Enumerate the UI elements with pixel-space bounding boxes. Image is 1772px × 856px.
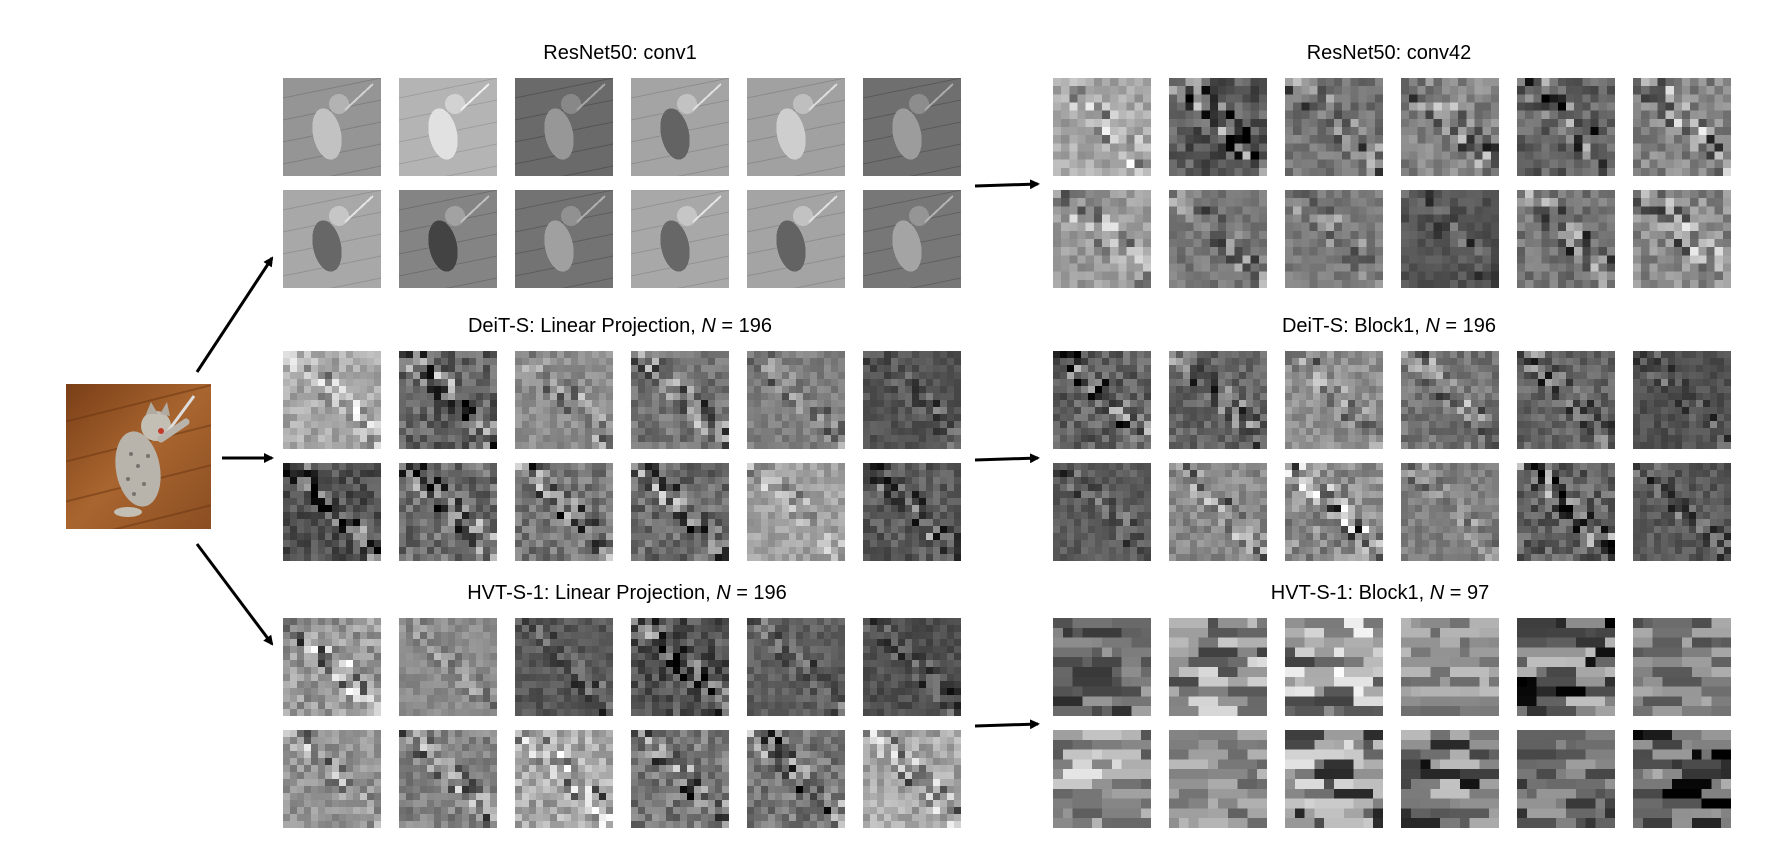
- feature-map-tile: [399, 190, 497, 288]
- feature-map-tile: [283, 78, 381, 176]
- feature-map-tile: [747, 730, 845, 828]
- feature-map-tile: [515, 351, 613, 449]
- feature-map-tile: [1053, 351, 1151, 449]
- input-cat-image: [66, 384, 211, 529]
- panel-title-hvt-block1: HVT-S-1: Block1, N = 97: [1270, 582, 1490, 604]
- arrow-to-resnet: [195, 256, 274, 373]
- feature-map-tile: [1401, 190, 1499, 288]
- feature-map-tile: [1285, 730, 1383, 828]
- feature-map-tile: [747, 463, 845, 561]
- feature-map-tile: [1633, 730, 1731, 828]
- feature-map-tile: [1169, 351, 1267, 449]
- feature-map-tile: [1633, 78, 1731, 176]
- feature-map-tile: [283, 730, 381, 828]
- feature-map-tile: [1517, 463, 1615, 561]
- feature-map-tile: [1633, 618, 1731, 716]
- feature-map-tile: [1401, 730, 1499, 828]
- feature-map-tile: [1633, 190, 1731, 288]
- feature-map-tile: [631, 618, 729, 716]
- feature-map-tile: [1053, 730, 1151, 828]
- feature-map-tile: [1053, 190, 1151, 288]
- feature-map-tile: [1401, 351, 1499, 449]
- feature-map-tile: [283, 463, 381, 561]
- feature-map-tile: [1169, 730, 1267, 828]
- feature-map-tile: [399, 730, 497, 828]
- arrow-resnet-conv1-to-conv42: [974, 179, 1040, 190]
- feature-map-tile: [631, 463, 729, 561]
- arrow-deit-linear-to-block1: [974, 453, 1040, 464]
- feature-map-tile: [1053, 78, 1151, 176]
- feature-map-tile: [515, 463, 613, 561]
- feature-map-tile: [631, 78, 729, 176]
- feature-map-tile: [1285, 78, 1383, 176]
- feature-map-tile: [1517, 351, 1615, 449]
- feature-map-tile: [1053, 463, 1151, 561]
- feature-map-tile: [399, 351, 497, 449]
- arrow-hvt-linear-to-block1: [974, 719, 1040, 730]
- arrow-to-hvt: [195, 543, 274, 646]
- feature-map-tile: [863, 351, 961, 449]
- panel-title-hvt-linear: HVT-S-1: Linear Projection, N = 196: [467, 582, 787, 604]
- feature-map-tile: [1401, 463, 1499, 561]
- feature-map-tile: [863, 463, 961, 561]
- feature-map-tile: [515, 730, 613, 828]
- feature-map-tile: [1285, 190, 1383, 288]
- feature-map-tile: [399, 618, 497, 716]
- feature-map-tile: [747, 190, 845, 288]
- feature-map-tile: [863, 618, 961, 716]
- feature-map-tile: [631, 190, 729, 288]
- panel-title-resnet-conv1: ResNet50: conv1: [543, 42, 697, 64]
- feature-map-tile: [1517, 730, 1615, 828]
- feature-map-tile: [1633, 351, 1731, 449]
- feature-map-tile: [283, 351, 381, 449]
- feature-map-tile: [747, 618, 845, 716]
- feature-map-tile: [1053, 618, 1151, 716]
- feature-map-tile: [1517, 190, 1615, 288]
- feature-map-tile: [515, 618, 613, 716]
- feature-map-tile: [1401, 78, 1499, 176]
- feature-map-tile: [399, 78, 497, 176]
- feature-map-tile: [1169, 78, 1267, 176]
- feature-map-tile: [1633, 463, 1731, 561]
- feature-map-tile: [1169, 190, 1267, 288]
- feature-map-tile: [283, 618, 381, 716]
- panel-title-resnet-conv42: ResNet50: conv42: [1306, 42, 1472, 64]
- feature-map-tile: [1285, 463, 1383, 561]
- feature-map-tile: [1169, 463, 1267, 561]
- panel-title-deit-block1: DeiT-S: Block1, N = 196: [1281, 315, 1497, 337]
- cat-photo: [66, 384, 211, 529]
- panel-title-deit-linear: DeiT-S: Linear Projection, N = 196: [467, 315, 773, 337]
- feature-map-tile: [1169, 618, 1267, 716]
- feature-map-tile: [863, 78, 961, 176]
- feature-map-tile: [863, 190, 961, 288]
- feature-map-tile: [515, 190, 613, 288]
- feature-map-tile: [1517, 618, 1615, 716]
- feature-map-tile: [631, 730, 729, 828]
- feature-map-tile: [631, 351, 729, 449]
- feature-map-tile: [1401, 618, 1499, 716]
- feature-map-tile: [1517, 78, 1615, 176]
- feature-map-tile: [515, 78, 613, 176]
- feature-map-tile: [399, 463, 497, 561]
- feature-map-tile: [747, 351, 845, 449]
- feature-map-tile: [283, 190, 381, 288]
- feature-map-tile: [863, 730, 961, 828]
- feature-map-tile: [747, 78, 845, 176]
- feature-map-tile: [1285, 351, 1383, 449]
- feature-map-tile: [1285, 618, 1383, 716]
